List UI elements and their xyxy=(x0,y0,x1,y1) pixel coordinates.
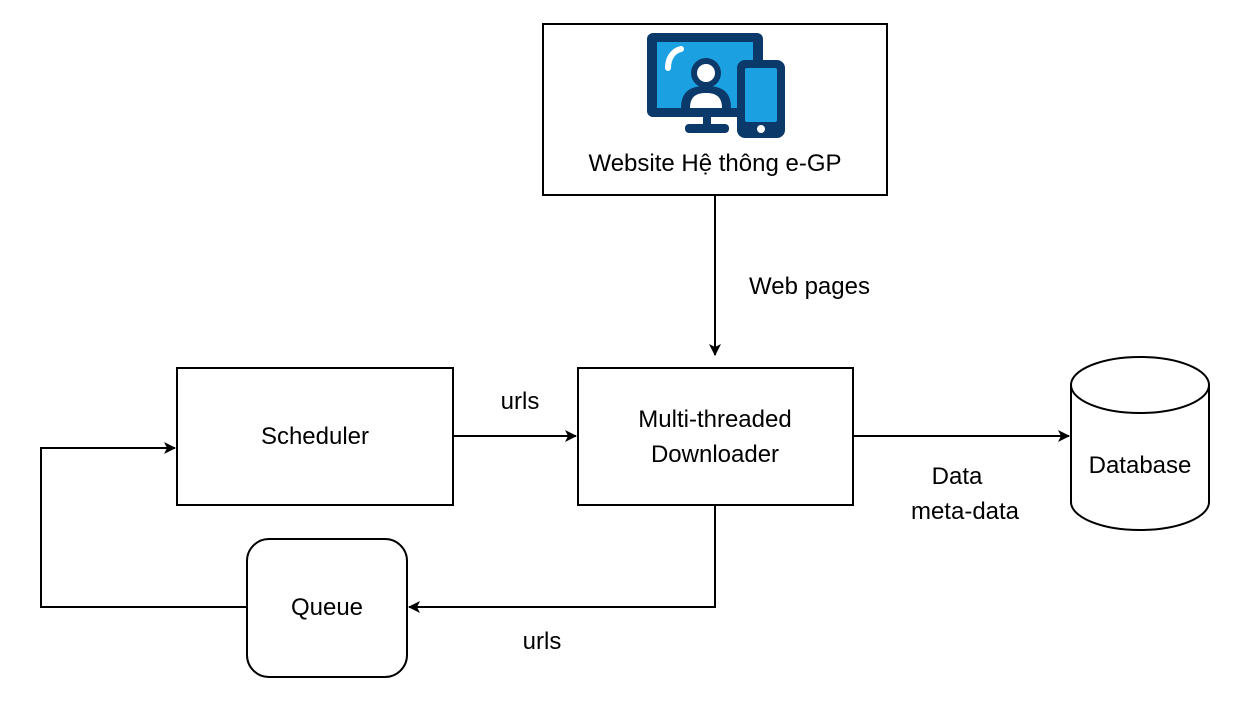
devices-user-icon xyxy=(647,33,785,138)
downloader-box xyxy=(577,367,854,506)
database-top xyxy=(1070,356,1210,414)
database-node: Database xyxy=(1070,356,1210,531)
website-label: Website Hệ thông e-GP xyxy=(588,150,841,177)
scheduler-node: Scheduler xyxy=(176,367,454,506)
database-label: Database xyxy=(1089,452,1192,479)
edge-label-meta-data: meta-data xyxy=(911,498,1020,525)
edge-label-data: Data xyxy=(932,463,983,490)
edge-label-web-pages: Web pages xyxy=(749,273,870,300)
scheduler-label: Scheduler xyxy=(261,423,369,450)
scheduler-box xyxy=(176,367,454,506)
website-node: Website Hệ thông e-GP xyxy=(542,23,888,196)
queue-label: Queue xyxy=(291,594,363,621)
edge-label-urls-bottom: urls xyxy=(523,628,562,655)
edge-downloader-to-queue xyxy=(408,505,716,613)
edge-queue-to-scheduler xyxy=(40,442,247,608)
downloader-node: Multi-threaded Downloader xyxy=(577,367,854,506)
edge-label-urls-top: urls xyxy=(501,388,540,415)
downloader-label-line2: Downloader xyxy=(651,441,779,468)
downloader-label-line1: Multi-threaded xyxy=(638,406,791,433)
queue-node: Queue xyxy=(246,538,408,678)
database-cylinder xyxy=(1070,385,1210,531)
